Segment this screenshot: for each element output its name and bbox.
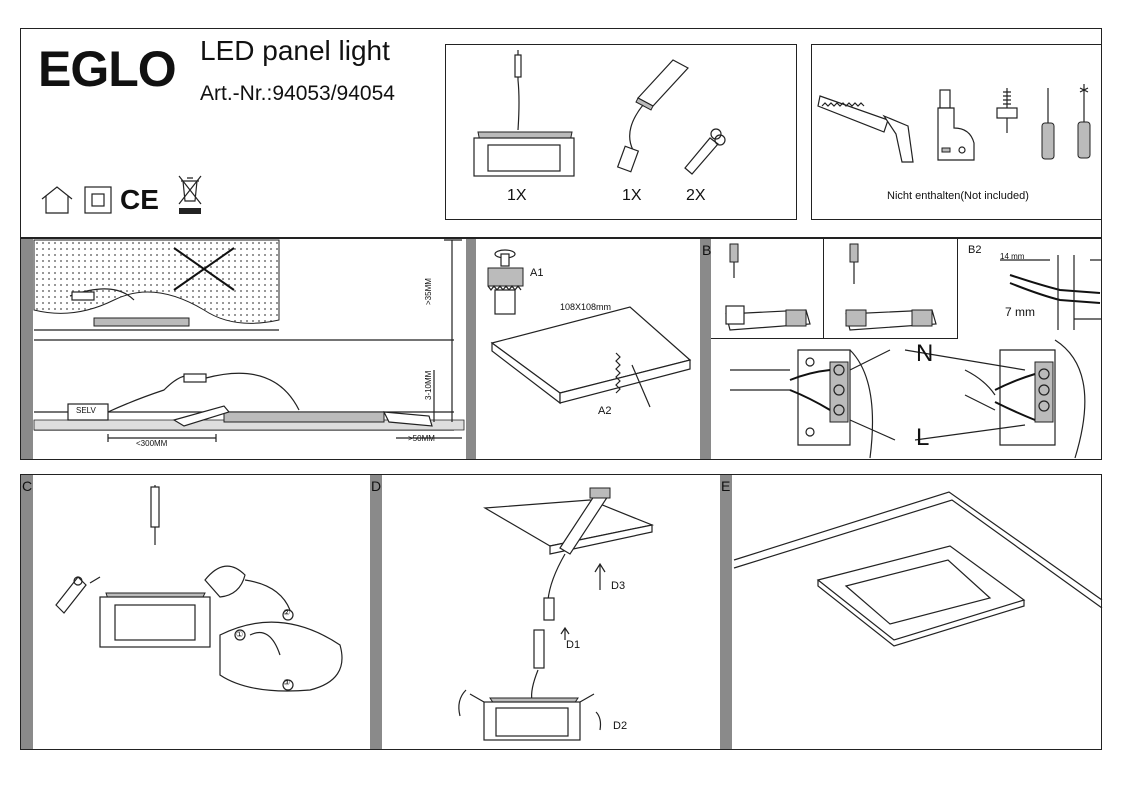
strip-length-outer: 14 mm: [1000, 252, 1025, 261]
tools-not-included-note: Nicht enthalten(Not included): [887, 190, 1029, 202]
step-a1-label: A1: [530, 267, 544, 279]
step-d2-label: D2: [613, 720, 628, 732]
ceiling-thickness-dimension: 3-10MM: [424, 370, 433, 400]
step-b2-label: B2: [968, 244, 982, 256]
step-e-left-bar: [720, 475, 732, 749]
brand-logo: EGLO: [38, 41, 177, 97]
step-c-letter: C: [22, 478, 33, 494]
step-a1-left-bar: [466, 239, 476, 459]
spring-attach-illustration: [55, 485, 343, 692]
saw-icon: [817, 95, 914, 163]
neutral-label: N: [916, 340, 934, 367]
installation-section-drawing: [33, 239, 465, 442]
phillips-screwdriver-icon: [1077, 84, 1091, 159]
wire-strip-diagram: [1000, 255, 1102, 330]
screw-anchor-icon: [996, 88, 1018, 133]
edge-distance-dimension: >50MM: [408, 434, 435, 443]
step-c-number-3: ③: [283, 678, 291, 687]
closed-driver-cover-illustration: [845, 243, 937, 331]
terminal-wiring-right: [904, 339, 1086, 459]
step-c-number-1: ①: [236, 630, 244, 639]
step-d1-label: D1: [566, 639, 581, 651]
ce-mark: CE: [120, 184, 159, 215]
terminal-wiring-left: [730, 349, 896, 459]
cutout-size-label: 108X108mm: [560, 302, 612, 312]
step-c-left-bar: [21, 475, 33, 749]
crossed-bin-icon: [178, 175, 202, 214]
step-a-left-bar: [21, 239, 33, 459]
led-driver-illustration: [616, 59, 689, 173]
product-title: LED panel light: [200, 35, 390, 66]
double-square-icon: [84, 186, 112, 214]
step-d3-label: D3: [611, 580, 626, 592]
flat-screwdriver-icon: [1041, 88, 1055, 160]
step-e-letter: E: [721, 478, 731, 494]
depth-dimension: >35MM: [424, 278, 433, 305]
strip-length-inner: 7 mm: [1005, 305, 1035, 319]
spring-quantity: 2X: [686, 187, 706, 204]
installed-panel-illustration: [733, 491, 1103, 647]
step-b-left-bar: [700, 239, 711, 459]
step-b-letter: B: [702, 242, 712, 258]
open-driver-cover-illustration: [725, 243, 811, 331]
driver-quantity: 1X: [622, 187, 642, 204]
ceiling-cutout-illustration: [490, 306, 692, 408]
step-d-left-bar: [370, 475, 382, 749]
step-d-letter: D: [371, 478, 382, 494]
connect-and-insert-illustration: [458, 487, 655, 741]
mounting-spring-illustration: [684, 128, 726, 175]
hole-saw-illustration: [487, 249, 524, 315]
panel-quantity: 1X: [507, 187, 527, 204]
article-number: Art.-Nr.:94053/94054: [200, 82, 395, 105]
live-label: L: [916, 424, 930, 451]
step-c-number-2: ②: [283, 608, 291, 617]
selv-label: SELV: [76, 406, 96, 415]
house-icon: [41, 186, 73, 214]
led-panel-illustration: [473, 50, 575, 177]
cable-stripper-icon: [937, 89, 975, 161]
cable-length-dimension: <300MM: [136, 439, 168, 448]
step-a2-label: A2: [598, 405, 612, 417]
